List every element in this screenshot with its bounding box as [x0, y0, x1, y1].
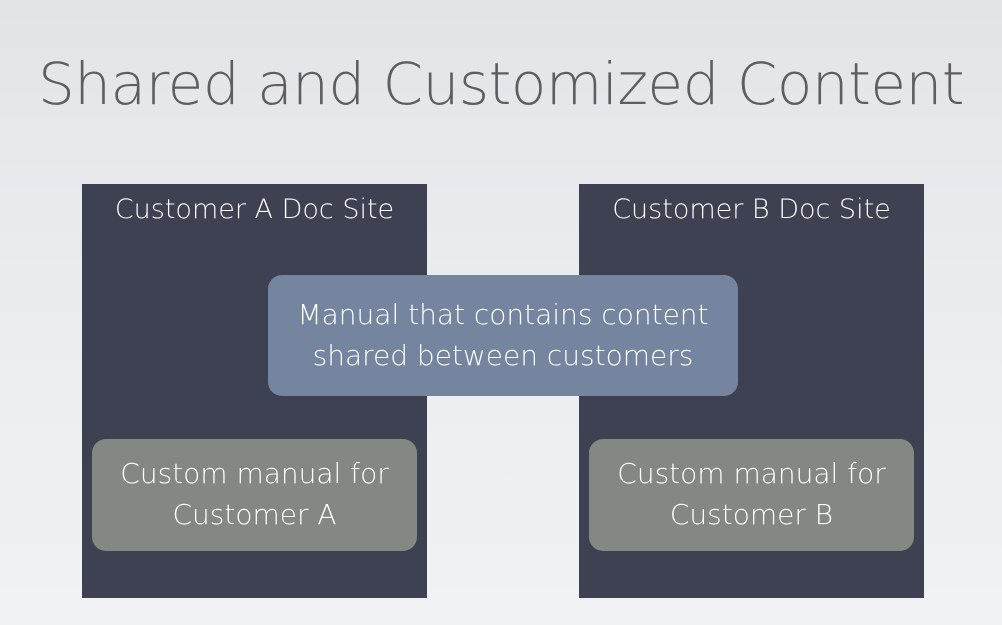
customer-b-custom-manual-line-1: Custom manual for: [617, 457, 886, 491]
customer-a-custom-manual-box: Custom manual for Customer A: [92, 439, 417, 551]
customer-b-custom-manual-box: Custom manual for Customer B: [589, 439, 914, 551]
shared-manual-line-2: shared between customers: [312, 338, 694, 372]
customer-a-custom-manual-line-2: Customer A: [172, 498, 337, 531]
shared-manual-text: Manual that contains content shared betw…: [297, 295, 708, 376]
slide-title: Shared and Customized Content: [37, 50, 965, 118]
shared-manual-box: Manual that contains content shared betw…: [268, 275, 738, 396]
shared-manual-line-1: Manual that contains content: [297, 297, 709, 331]
customer-b-doc-site-label: Customer B Doc Site: [612, 194, 891, 225]
customer-b-custom-manual-line-2: Customer B: [669, 498, 834, 531]
customer-a-custom-manual-text: Custom manual for Customer A: [120, 454, 388, 535]
customer-a-doc-site-label: Customer A Doc Site: [114, 194, 395, 225]
customer-b-custom-manual-text: Custom manual for Customer B: [617, 454, 885, 535]
customer-a-custom-manual-line-1: Custom manual for: [120, 457, 389, 491]
